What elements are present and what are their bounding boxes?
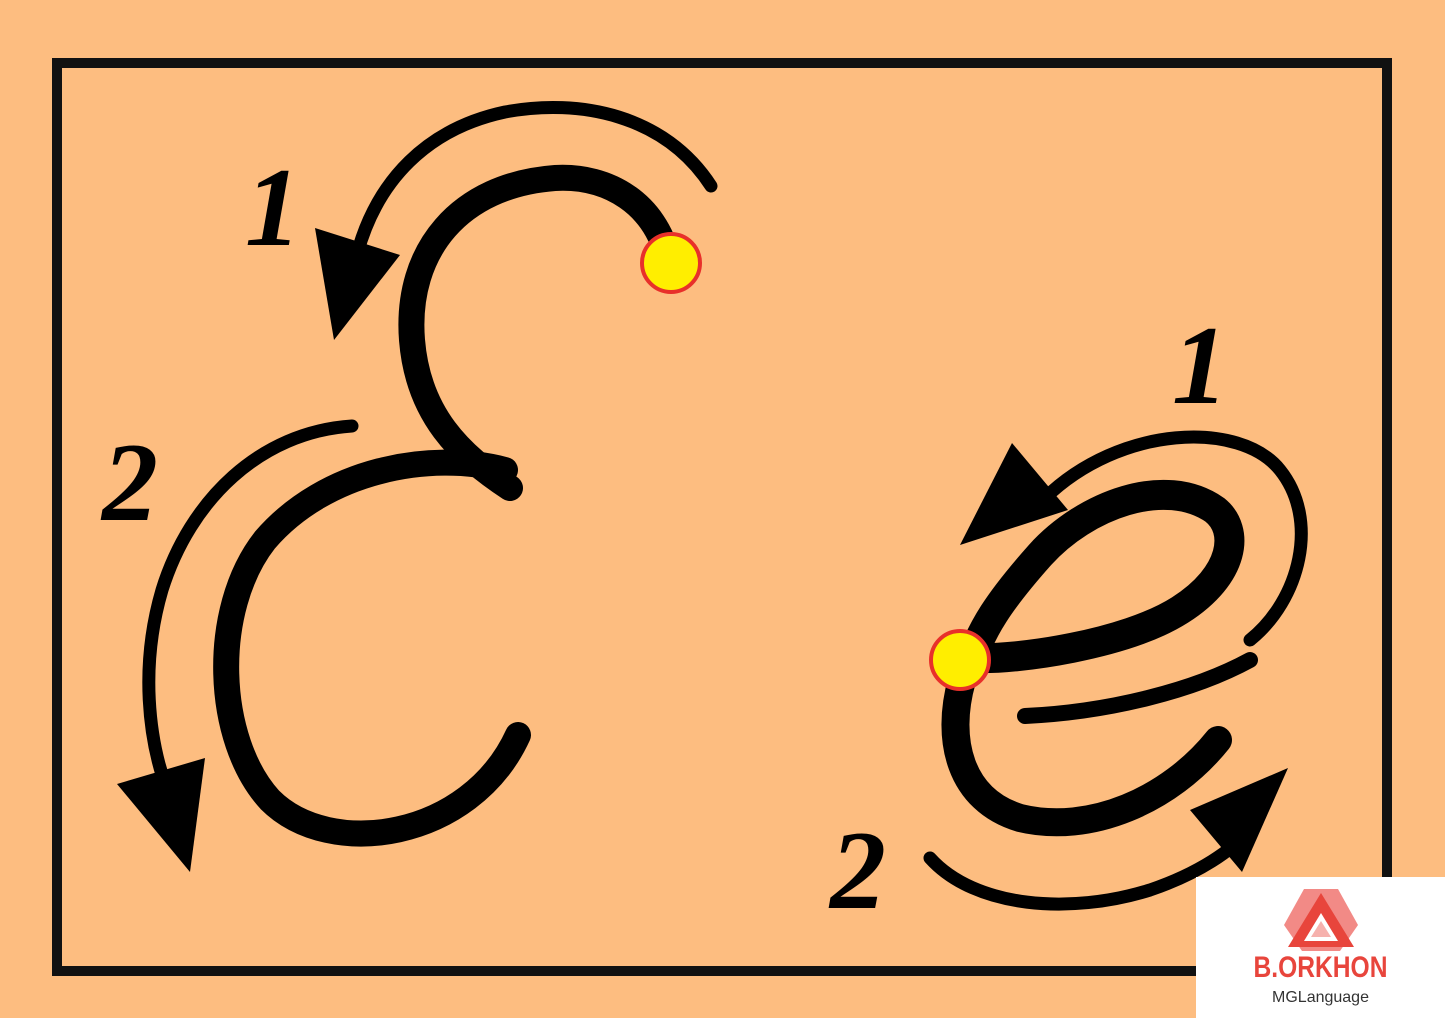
right-letter-loop-stroke — [955, 480, 1245, 680]
left-stroke-2-number: 2 — [100, 421, 158, 545]
right-stroke-2-number: 2 — [828, 809, 886, 933]
right-arrow-1-head — [960, 443, 1068, 545]
left-letter-upper-stroke — [398, 164, 681, 501]
left-arrow-1-shaft — [348, 101, 718, 269]
logo-triangle-icon — [1284, 889, 1358, 951]
right-arrow-1-shaft — [1038, 430, 1308, 647]
left-letter-lower-stroke — [213, 449, 531, 847]
logo-subtitle-text: MGLanguage — [1272, 989, 1369, 1006]
right-letter-tail-stroke — [941, 666, 1232, 837]
card-frame — [52, 58, 1392, 976]
right-start-dot — [929, 629, 991, 691]
left-arrow-2-head — [117, 758, 205, 872]
left-start-dot — [640, 232, 702, 294]
right-arrow-2-shaft — [923, 823, 1257, 911]
left-letter: 1 2 — [100, 101, 718, 872]
right-stroke-1-number: 1 — [1172, 304, 1228, 428]
right-letter: 1 2 — [828, 304, 1308, 933]
right-letter-crossbar-stroke — [1017, 652, 1258, 724]
brand-logo: B.ORKHON MGLanguage — [1196, 877, 1445, 1018]
left-arrow-1-head — [315, 228, 400, 340]
right-arrow-2-head — [1190, 768, 1288, 872]
left-arrow-2-shaft — [142, 419, 359, 799]
logo-brand-text: B.ORKHON — [1253, 951, 1388, 984]
left-stroke-1-number: 1 — [245, 146, 301, 270]
